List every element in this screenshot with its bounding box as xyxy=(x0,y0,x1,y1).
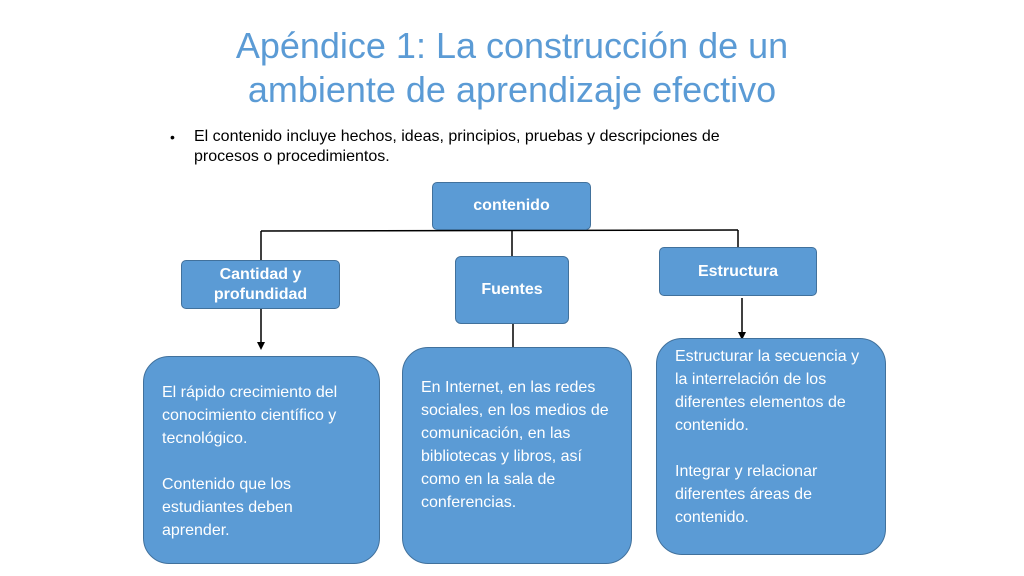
detail-estructura-paragraph-1: Estructurar la secuencia y la interrelac… xyxy=(675,348,860,434)
bullet-text-line-1: El contenido incluye hechos, ideas, prin… xyxy=(194,128,720,145)
detail-cantidad-profundidad: El rápido crecimiento del conocimiento c… xyxy=(143,356,380,564)
detail-fuentes: En Internet, en las redes sociales, en l… xyxy=(402,347,632,564)
bullet-icon: • xyxy=(170,129,175,145)
node-fuentes: Fuentes xyxy=(455,256,569,324)
connector-horizontal xyxy=(260,229,739,232)
node-estructura-label: Estructura xyxy=(697,262,779,280)
node-fuentes-label: Fuentes xyxy=(481,281,543,298)
node-estructura: Estructura xyxy=(659,247,817,296)
node-cantidad-line-2: profundidad xyxy=(213,285,308,303)
node-cantidad-profundidad: Cantidad y profundidad xyxy=(181,260,340,309)
title-line-1: Apéndice 1: La construcción de un xyxy=(235,25,789,66)
bullet-text: El contenido incluye hechos, ideas, prin… xyxy=(194,127,720,167)
bullet-point: • El contenido incluye hechos, ideas, pr… xyxy=(170,127,830,167)
detail-fuentes-paragraph-1: En Internet, en las redes sociales, en l… xyxy=(421,379,609,511)
detail-estructura: Estructurar la secuencia y la interrelac… xyxy=(656,338,886,555)
node-contenido-label: contenido xyxy=(473,197,550,214)
page-title: Apéndice 1: La construcción de un ambien… xyxy=(0,24,1024,112)
node-contenido: contenido xyxy=(432,182,591,230)
node-cantidad-line-1: Cantidad y xyxy=(219,265,302,283)
detail-cantidad-paragraph-1: El rápido crecimiento del conocimiento c… xyxy=(162,384,338,447)
title-line-2: ambiente de aprendizaje efectivo xyxy=(247,69,777,110)
detail-estructura-paragraph-2: Integrar y relacionar diferentes áreas d… xyxy=(675,463,818,526)
bullet-text-line-2: procesos o procedimientos. xyxy=(194,148,390,165)
detail-cantidad-paragraph-2: Contenido que los estudiantes deben apre… xyxy=(162,476,293,539)
